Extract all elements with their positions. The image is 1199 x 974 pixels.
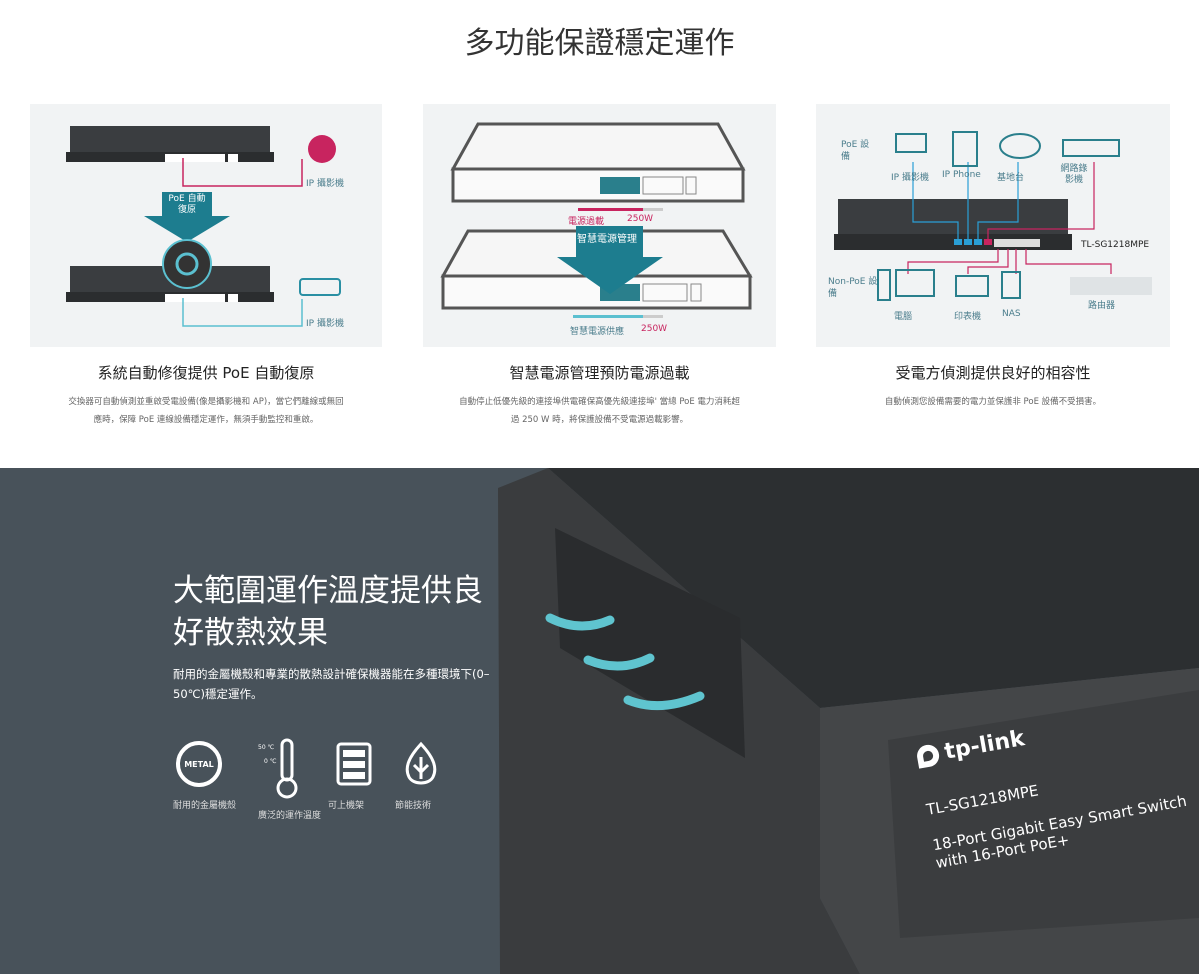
thermal-heading: 大範圍運作溫度提供良好散熱效果	[173, 573, 483, 651]
access-point-icon	[999, 133, 1041, 159]
caption-2: 智慧電源管理預防電源過載 自動停止低優先級的連接埠供電確保高優先級連接埠' 當總…	[459, 364, 740, 425]
compatibility-diagram	[834, 131, 1152, 301]
thermometer-icon: 50 ℃ 0 ℃	[258, 738, 310, 799]
caption-1: 系統自動修復提供 PoE 自動復原 交換器可自動偵測並重啟受電設備(像是攝影機和…	[68, 364, 344, 425]
power-management-panel: 電源過載 250W 智慧電源管理 智慧電源供應 250W	[423, 104, 776, 347]
metal-icon: METAL	[176, 741, 222, 787]
nvr-icon	[1062, 139, 1120, 157]
switch-product-image	[498, 468, 1199, 974]
auto-recovery-diagram	[66, 126, 341, 327]
arrow-down-icon	[557, 226, 663, 294]
feature-metal: METAL 耐用的金屬機殼	[173, 738, 236, 814]
camera-icon	[299, 278, 341, 296]
page-title: 多功能保證穩定運作	[464, 26, 735, 61]
feature-rackmount: 可上機架	[328, 738, 380, 814]
power-diagram	[440, 122, 753, 318]
thermal-section: 大範圍運作溫度提供良好散熱效果 耐用的金屬機殼和專業的散熱設計確保機器能在多種環…	[0, 468, 1199, 974]
pc-icon	[877, 269, 891, 301]
arrow-down-icon	[144, 192, 230, 242]
camera-offline-icon	[308, 135, 336, 163]
phone-icon	[952, 131, 978, 167]
nas-icon	[1001, 271, 1021, 299]
router-icon	[1070, 277, 1152, 295]
restart-icon	[175, 252, 199, 276]
pd-detection-panel: PoE 設備 IP 攝影機 IP Phone 基地台 網路錄影機 TL-SG12…	[816, 104, 1170, 347]
poe-auto-recovery-panel: IP 攝影機 IP 攝影機 PoE 自動復原	[30, 104, 382, 347]
camera-icon	[895, 133, 927, 153]
rack-icon	[336, 742, 372, 786]
caption-3: 受電方偵測提供良好的相容性 自動偵測您設備需要的電力並保護非 PoE 設備不受損…	[884, 364, 1102, 407]
feature-temperature: 50 ℃ 0 ℃ 廣泛的運作溫度	[258, 738, 321, 824]
feature-energy-saving: 節能技術	[395, 738, 447, 814]
leaf-icon	[405, 741, 437, 785]
printer-icon	[955, 275, 989, 297]
